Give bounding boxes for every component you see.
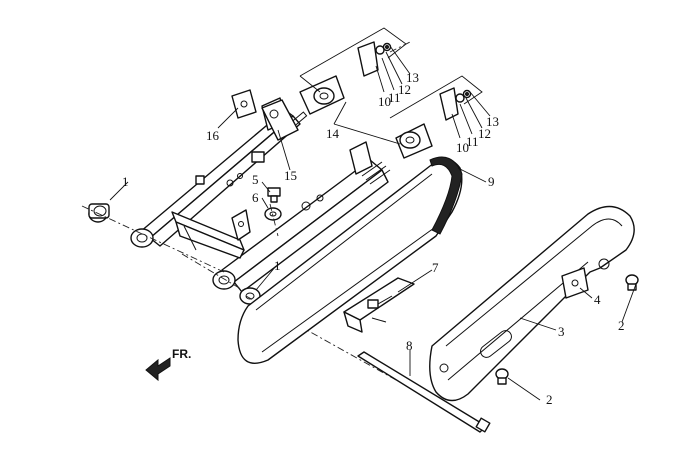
callout-16: 16 — [206, 128, 220, 143]
chain-adjuster-upper — [299, 41, 392, 115]
callout-6: 6 — [252, 190, 259, 205]
leader-lines — [109, 45, 637, 401]
bushing-1a — [88, 203, 110, 223]
callout-4: 4 — [594, 292, 601, 307]
front-direction-arrow — [145, 357, 171, 382]
axle-8 — [357, 351, 491, 433]
callout-1b: 1 — [274, 258, 281, 273]
bolt-2b — [495, 368, 509, 385]
callout-13a: 13 — [406, 70, 419, 85]
chain-slider-7 — [343, 277, 415, 333]
nut-6 — [264, 207, 282, 221]
chain-adjuster-lower — [395, 87, 472, 159]
callout-11b: 11 — [466, 134, 479, 149]
callout-1a: 1 — [122, 174, 129, 189]
callout-8: 8 — [406, 338, 413, 353]
callout-9: 9 — [488, 174, 495, 189]
callout-10b: 10 — [456, 140, 469, 155]
plate-15 — [261, 99, 299, 141]
callout-2b: 2 — [546, 392, 553, 407]
chain-cover-3 — [429, 205, 635, 402]
callout-5: 5 — [252, 172, 259, 187]
callout-3: 3 — [558, 324, 565, 339]
callout-10a: 10 — [378, 94, 391, 109]
callout-12b: 12 — [478, 126, 491, 141]
drive-chain — [237, 156, 463, 364]
callout-7: 7 — [432, 260, 439, 275]
callout-12a: 12 — [398, 82, 411, 97]
callout-14: 14 — [326, 126, 340, 141]
bracket-16 — [231, 89, 257, 119]
callout-11a: 11 — [388, 90, 401, 105]
callout-2a: 2 — [618, 318, 625, 333]
direction-label: FR. — [172, 347, 191, 361]
callout-15: 15 — [284, 168, 297, 183]
callout-13b: 13 — [486, 114, 499, 129]
swing-arm — [130, 97, 391, 293]
bolt-5 — [267, 187, 281, 203]
bolt-2a — [625, 274, 639, 291]
bracket-4 — [561, 267, 589, 299]
